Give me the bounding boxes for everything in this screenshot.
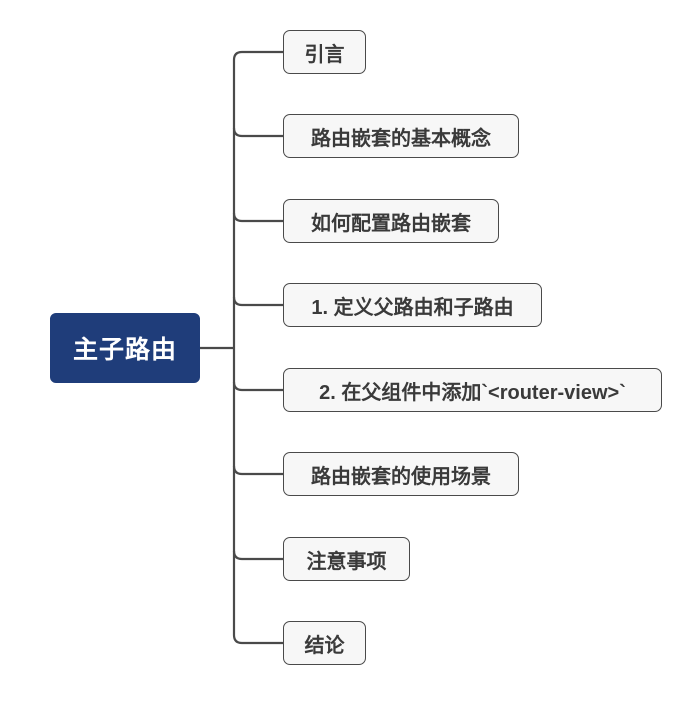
connector-branch-1 — [232, 50, 283, 61]
node-label: 2. 在父组件中添加`<router-view>` — [319, 381, 626, 404]
node-label: 注意事项 — [306, 550, 387, 573]
node-how-to-configure[interactable]: 如何配置路由嵌套 — [283, 199, 499, 243]
root-node[interactable]: 主子路由 — [50, 313, 200, 383]
connector-branch-4 — [232, 296, 283, 307]
node-label: 路由嵌套的基本概念 — [311, 127, 491, 150]
node-label: 1. 定义父路由和子路由 — [311, 296, 514, 319]
node-step-1-define-routes[interactable]: 1. 定义父路由和子路由 — [283, 283, 542, 327]
node-step-2-add-router-view[interactable]: 2. 在父组件中添加`<router-view>` — [283, 368, 662, 412]
node-label: 结论 — [304, 634, 345, 657]
node-use-cases[interactable]: 路由嵌套的使用场景 — [283, 452, 519, 496]
node-basic-concepts[interactable]: 路由嵌套的基本概念 — [283, 114, 519, 158]
connector-branch-7 — [232, 550, 283, 561]
connector-branch-3 — [232, 212, 283, 223]
node-conclusion[interactable]: 结论 — [283, 621, 366, 665]
node-label: 路由嵌套的使用场景 — [311, 465, 491, 488]
connector-branch-5 — [232, 381, 283, 392]
node-cautions[interactable]: 注意事项 — [283, 537, 410, 581]
connector-branch-8 — [232, 634, 283, 645]
root-node-label: 主子路由 — [72, 336, 177, 364]
connector-branch-6 — [232, 465, 283, 476]
connector-branch-2 — [232, 127, 283, 138]
node-label: 如何配置路由嵌套 — [311, 212, 471, 235]
node-introduction[interactable]: 引言 — [283, 30, 366, 74]
node-label: 引言 — [304, 43, 345, 66]
